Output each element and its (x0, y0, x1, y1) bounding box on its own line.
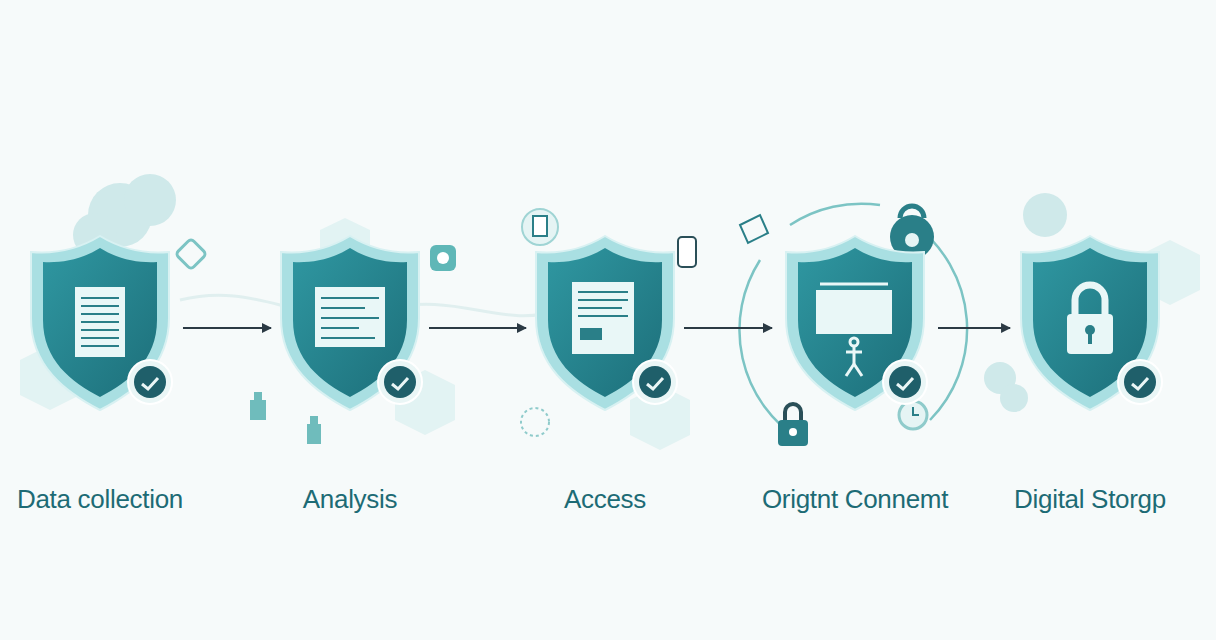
cycle-ring (739, 204, 967, 440)
stage-label: Access (564, 484, 646, 515)
stage-label: Analysis (303, 484, 397, 515)
flow-arrow (183, 327, 271, 329)
shield-shape (530, 232, 680, 414)
shield-node: Origtnt Connemt (762, 232, 948, 515)
shield-node: Digital Storgp (1014, 232, 1166, 515)
shield-node: Access (530, 232, 680, 515)
small-icons (175, 206, 934, 446)
shield-shape (780, 232, 930, 414)
stage-label: Origtnt Connemt (762, 484, 948, 515)
stage-label: Data collection (17, 484, 183, 515)
shield-node: Analysis (275, 232, 425, 515)
shield-node: Data collection (17, 232, 183, 515)
shield-shape (1015, 232, 1165, 414)
flow-arrow (938, 327, 1010, 329)
cloud-decor (73, 174, 1067, 412)
hexagon-decor (20, 218, 1200, 450)
flow-arrow (684, 327, 772, 329)
flow-arrow (429, 327, 526, 329)
shield-shape (25, 232, 175, 414)
shield-shape (275, 232, 425, 414)
stage-label: Digital Storgp (1014, 484, 1166, 515)
